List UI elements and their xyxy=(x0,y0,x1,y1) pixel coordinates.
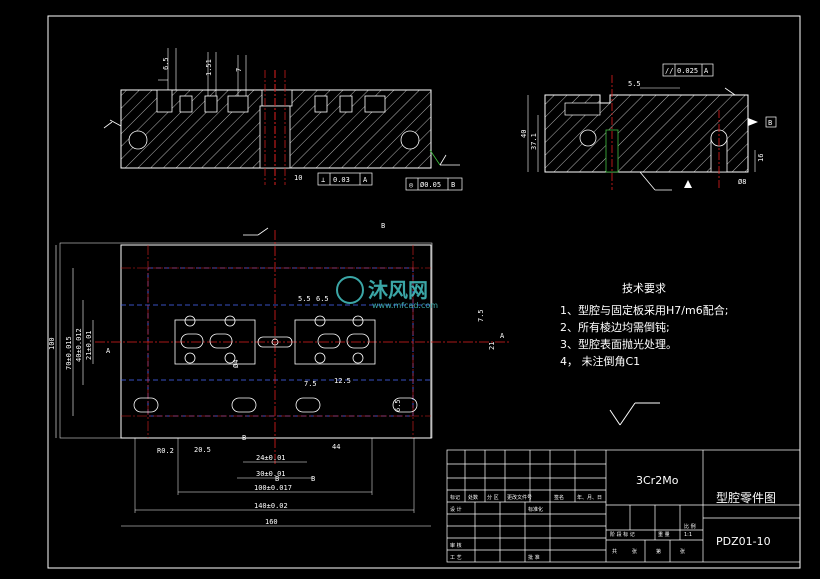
material: 3Cr2Mo xyxy=(636,474,679,487)
watermark-text: 沐风网 xyxy=(368,278,428,302)
note-item-2: 2、所有棱边均需倒钝; xyxy=(560,320,670,334)
gdt-symbol: // xyxy=(665,67,673,75)
plan-view: 100 70±0.015 40±0.012 21±0.01 21 7.5 6.5… xyxy=(48,222,510,527)
tb-weight: 重 量 xyxy=(658,531,670,538)
tb-design: 设 计 xyxy=(450,506,462,513)
watermark-url: www.mfcad.com xyxy=(372,301,438,310)
gdt-datum: A xyxy=(363,176,368,184)
tolerance-frame-parallel: // 0.025 A xyxy=(662,63,714,77)
dim-5-5: 5.5 xyxy=(628,80,641,88)
dim-7-5: 7.5 xyxy=(304,380,317,388)
dim-12-5: 12.5 xyxy=(334,377,351,385)
dim-6-5: 6.5 xyxy=(316,295,329,303)
dim-5-5: 5.5 xyxy=(298,295,311,303)
tb-review: 审 核 xyxy=(450,542,462,549)
section-marker-b-bottom2: B xyxy=(311,475,315,483)
dim-7-5: 7.5 xyxy=(477,309,485,322)
dim-21-tol: 21±0.01 xyxy=(85,330,93,360)
section-marker-b-bottom1: B xyxy=(275,475,279,483)
tb-zone: 分 区 xyxy=(487,494,499,501)
tb-sheets: 张 xyxy=(632,548,637,555)
dim-30: 30±0.01 xyxy=(256,470,286,478)
datum-b-label: B xyxy=(768,119,772,127)
dim-140: 140±0.02 xyxy=(254,502,288,510)
note-item-3: 3、型腔表面抛光处理。 xyxy=(560,337,677,351)
tb-standard: 标准化 xyxy=(528,506,543,513)
dim-21: 21 xyxy=(488,342,496,350)
surface-finish-symbol xyxy=(609,402,660,426)
dim-7: 7 xyxy=(235,68,243,72)
dim-16: 16 xyxy=(757,154,765,162)
dim-100: 100 xyxy=(48,337,56,350)
tb-date: 年、月、日 xyxy=(577,494,602,501)
dim-diameter-4: Ø4 xyxy=(232,360,240,368)
gdt-value: 0.03 xyxy=(333,176,350,184)
dim-24: 24±0.01 xyxy=(256,454,286,462)
section-marker-a-left: A xyxy=(106,347,111,355)
dim-6-5: 6.5 xyxy=(394,399,402,412)
dim-160: 160 xyxy=(265,518,278,526)
tb-total: 共 xyxy=(612,548,617,555)
drawing-number: PDZ01-10 xyxy=(716,535,771,548)
section-view-b: 40 37.1 16 Ø8 5.5 // 0.025 A B xyxy=(520,63,777,191)
technical-requirements: 技术要求 1、型腔与固定板采用H7/m6配合; 2、所有棱边均需倒钝; 3、型腔… xyxy=(560,282,728,368)
tb-change-doc: 更改文件号 xyxy=(507,494,532,501)
dim-10: 10 xyxy=(294,174,302,182)
watermark: 沐风网 www.mfcad.com xyxy=(336,276,438,310)
drawing-name: 型腔零件图 xyxy=(716,490,776,505)
tb-sign: 签名 xyxy=(554,494,564,501)
notes-title: 技术要求 xyxy=(622,282,666,295)
tb-mark: 标记 xyxy=(450,494,460,501)
gdt-datum: A xyxy=(704,67,709,75)
dim-6-5: 6.5 xyxy=(162,57,170,70)
tb-sheet: 张 xyxy=(680,548,685,555)
tolerance-frame-perpendicular: ⊥ 0.03 A xyxy=(317,172,373,186)
tolerance-frame-concentric: ◎ Ø0.05 B xyxy=(405,177,463,191)
section-view-a: 6.5 1.51 7 10 ⊥ 0.03 A ◎ Ø0.05 B xyxy=(103,48,463,191)
dim-44: 44 xyxy=(332,443,340,451)
gdt-value: 0.025 xyxy=(677,67,698,75)
outer-frame xyxy=(47,15,801,569)
section-marker-b-top: B xyxy=(381,222,385,230)
tb-approve: 批 准 xyxy=(528,554,540,561)
note-item-1: 1、型腔与固定板采用H7/m6配合; xyxy=(560,303,728,317)
title-block xyxy=(446,449,801,563)
dim-37-1: 37.1 xyxy=(530,133,538,150)
dim-radius-0-2: R0.2 xyxy=(157,447,174,455)
tb-count: 处数 xyxy=(468,494,478,501)
dim-40: 40 xyxy=(520,130,528,138)
section-marker-a-right: A xyxy=(500,332,505,340)
gdt-symbol: ⊥ xyxy=(321,176,325,184)
gdt-symbol: ◎ xyxy=(409,181,414,189)
dim-100-tol: 100±0.017 xyxy=(254,484,292,492)
tb-no: 第 xyxy=(656,548,661,555)
dim-diameter-8: Ø8 xyxy=(738,178,746,186)
scale: 1:1 xyxy=(684,532,692,538)
gdt-datum: B xyxy=(451,181,455,189)
tb-stage: 阶 段 标 记 xyxy=(610,531,635,538)
dim-20-5: 20.5 xyxy=(194,446,211,454)
dim-70: 70±0.015 xyxy=(65,336,73,370)
note-item-4: 4， 未注倒角C1 xyxy=(560,354,640,368)
dim-40: 40±0.012 xyxy=(75,328,83,362)
section-marker-b-bottom3: B xyxy=(242,434,246,442)
gdt-value: Ø0.05 xyxy=(420,181,441,189)
tb-scale-label: 比 例 xyxy=(684,523,696,530)
tb-process: 工 艺 xyxy=(450,555,462,561)
dim-1-51: 1.51 xyxy=(205,59,213,76)
